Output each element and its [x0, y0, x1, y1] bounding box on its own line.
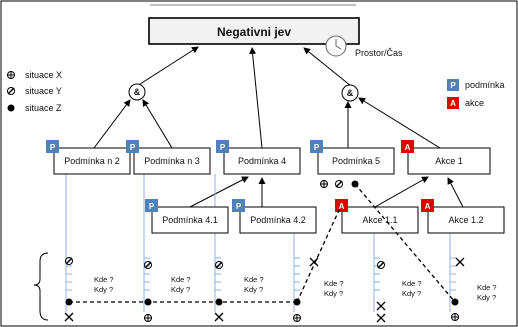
legend-p-tag [447, 79, 459, 91]
svg-text:A: A [405, 143, 411, 152]
kdy-label: Kdy ? [171, 285, 190, 294]
timeline-markers [64, 257, 465, 323]
legend-situace-y: situace Y [25, 86, 62, 96]
svg-text:&: & [134, 87, 141, 97]
svg-text:P: P [314, 143, 320, 152]
edge-a1-to-and-right [358, 97, 441, 149]
edge-p41-to-p4 [189, 176, 249, 208]
kdy-label: Kdy ? [477, 293, 496, 302]
node-akce-1: A Akce 1 [401, 140, 491, 175]
kde-label: Kde ? [171, 275, 191, 284]
crossed-circle-icon [7, 71, 15, 79]
node-label: Akce 1.2 [448, 215, 483, 225]
title-box [148, 17, 360, 45]
title-label: Negativni jev [217, 25, 291, 39]
legend-situace-x: situace X [25, 70, 62, 80]
dashed-path [69, 183, 456, 303]
legend-left: situace X situace Y situace Z [7, 70, 62, 113]
node-label: Akce 1 [435, 156, 463, 166]
cross-icon [64, 312, 74, 322]
node-podminka-n3: P Podmínka n 3 [126, 140, 211, 175]
slashed-circle-icon [335, 180, 343, 188]
svg-text:P: P [149, 202, 155, 211]
node-podminka-n2: P Podmínka n 2 [46, 140, 131, 175]
slashed-circle-icon [65, 257, 73, 265]
node-podminka-4-2: P Podmínka 4.2 [232, 199, 317, 234]
clock-label: Prostor/Čas [355, 48, 403, 58]
legend-a-tag [447, 97, 459, 109]
svg-text:P: P [130, 143, 136, 152]
edge-a12-to-a1 [447, 177, 464, 208]
legend-situace-z: situace Z [25, 103, 62, 113]
svg-text:P: P [236, 202, 242, 211]
crossed-circle-icon [144, 314, 152, 322]
crossed-circle-icon [320, 180, 328, 188]
cross-icon [309, 257, 319, 267]
cross-icon [214, 312, 224, 322]
symbols-under-podminka-5 [320, 180, 359, 188]
title-node: Negativni jev [148, 4, 360, 45]
svg-text:P: P [50, 143, 56, 152]
and-gate-right: & [341, 84, 359, 102]
clock-icon [325, 35, 347, 57]
node-podminka-5: P Podmínka 5 [310, 140, 395, 175]
edge-and-left-to-title [136, 46, 199, 87]
node-label: Podmínka 4.2 [250, 215, 306, 225]
edge-n3-to-and-left [142, 99, 173, 149]
svg-text:&: & [347, 88, 354, 98]
cross-icon [455, 257, 465, 267]
kde-label: Kde ? [244, 275, 264, 284]
crossed-circle-icon [451, 313, 459, 321]
kdy-label: Kdy ? [402, 289, 421, 298]
filled-dot-icon [7, 104, 15, 112]
node-label: Podmínka 5 [332, 156, 380, 166]
filled-dot-icon [293, 298, 301, 306]
legend-p-tag-letter: P [450, 81, 456, 90]
kdy-label: Kdy ? [324, 289, 343, 298]
kde-label: Kde ? [94, 275, 114, 284]
edge-n2-to-and-left [93, 99, 131, 149]
edge-and-right-to-title [303, 47, 352, 87]
cross-icon [376, 313, 386, 323]
kdy-label: Kdy ? [94, 285, 113, 294]
legend-right: P podmínka A akce [447, 79, 505, 109]
node-label: Podmínka 4.1 [162, 215, 218, 225]
kde-label: Kde ? [324, 279, 344, 288]
legend-akce: akce [465, 98, 484, 108]
slashed-circle-icon [144, 261, 152, 269]
node-podminka-4: P Podmínka 4 [216, 140, 301, 175]
node-label: Podmínka 4 [238, 156, 286, 166]
node-akce-1-1: A Akce 1.1 [335, 199, 419, 234]
filled-dot-icon [451, 298, 459, 306]
kde-label: Kde ? [402, 279, 422, 288]
query-labels: Kde ? Kdy ? Kde ? Kdy ? Kde ? Kdy ? Kde … [94, 275, 497, 302]
node-akce-1-2: A Akce 1.2 [421, 199, 505, 234]
curly-brace [33, 252, 49, 321]
node-podminka-4-1: P Podmínka 4.1 [145, 199, 229, 234]
svg-text:A: A [425, 202, 431, 211]
edge-p4-to-title [249, 47, 263, 149]
and-gate-left: & [128, 83, 146, 101]
slashed-circle-icon [377, 261, 385, 269]
edge-a11-to-a1 [374, 176, 429, 208]
legend-podminka: podmínka [465, 80, 505, 90]
node-label: Akce 1.1 [362, 215, 397, 225]
kde-label: Kde ? [477, 283, 497, 292]
svg-text:A: A [339, 202, 345, 211]
slashed-circle-icon [7, 87, 15, 95]
filled-dot-icon [215, 298, 223, 306]
cross-icon [376, 301, 386, 311]
connectors [93, 46, 464, 208]
kdy-label: Kdy ? [244, 285, 263, 294]
filled-dot-icon [144, 298, 152, 306]
crossed-circle-icon [293, 314, 301, 322]
node-label: Podmínka n 3 [144, 156, 200, 166]
filled-dot-icon [65, 298, 73, 306]
node-label: Podmínka n 2 [64, 156, 120, 166]
svg-text:P: P [220, 143, 226, 152]
slashed-circle-icon [215, 261, 223, 269]
legend-a-tag-letter: A [450, 99, 456, 108]
